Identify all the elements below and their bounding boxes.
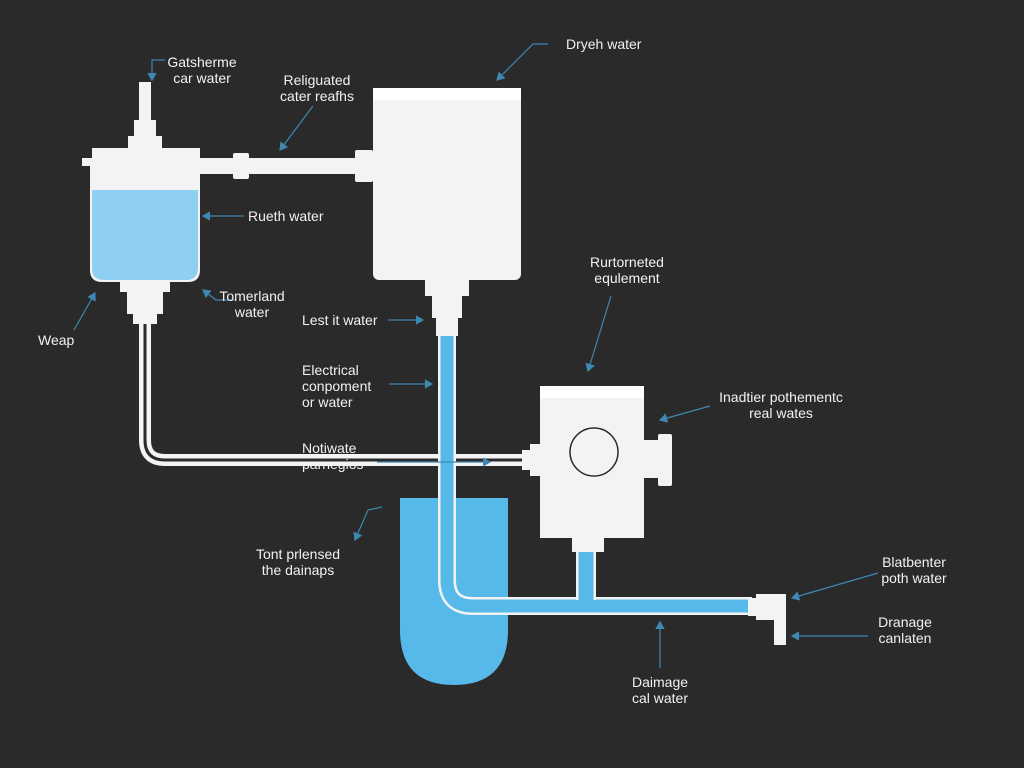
pump-gauge-icon xyxy=(569,427,619,477)
label-lest: Lest it water xyxy=(302,312,378,328)
callout-arrows xyxy=(73,43,879,668)
label-weap: Weap xyxy=(38,332,75,348)
top-pipe xyxy=(198,150,373,182)
drain-pipe xyxy=(438,336,752,615)
filter-housing xyxy=(82,82,200,324)
label-dryeh: Dryeh water xyxy=(566,36,642,52)
return-pipe xyxy=(139,314,528,466)
label-rueth: Rueth water xyxy=(248,208,324,224)
drain-outlet xyxy=(748,594,786,645)
storage-tank xyxy=(373,88,521,336)
pump xyxy=(522,386,672,552)
filter-water xyxy=(92,190,198,280)
